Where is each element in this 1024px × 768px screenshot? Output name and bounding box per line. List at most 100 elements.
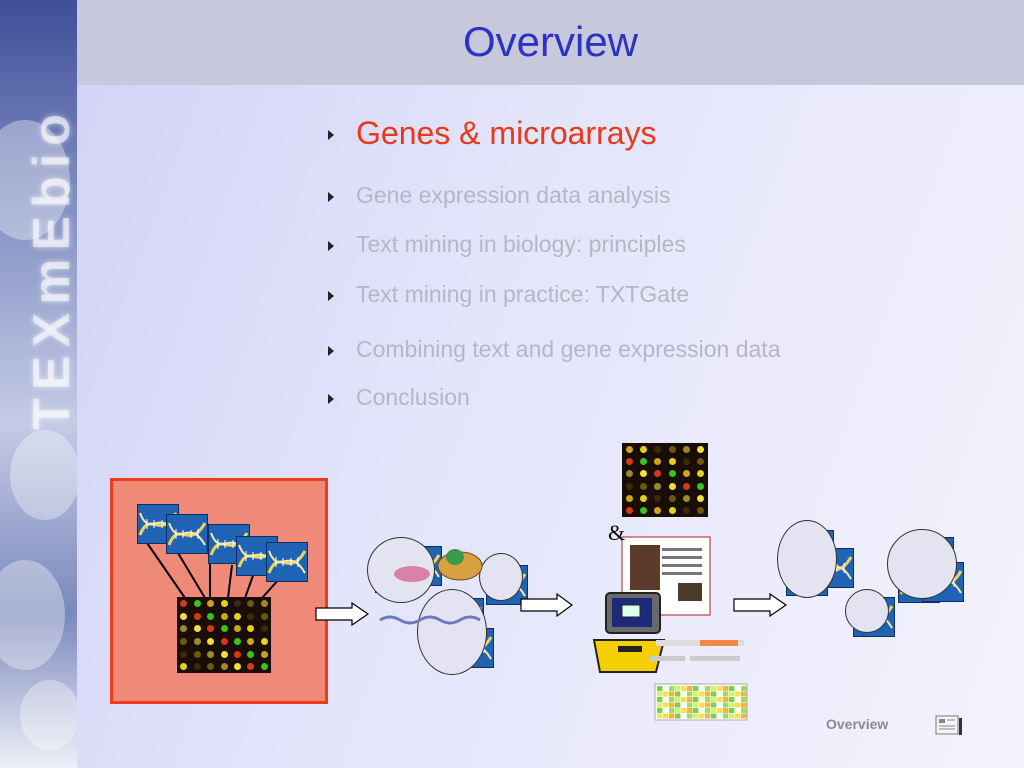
microarray-spot [247,599,255,607]
heatmap-cell [675,708,681,713]
microarray-spot [260,612,268,620]
heatmap-cell [675,697,681,702]
bullet-arrow-icon [328,291,334,301]
heatmap-cell [735,713,741,719]
heatmap-cell [741,708,747,713]
footer-section-label: Overview [826,716,889,732]
heatmap-cell [663,713,669,719]
microarray-spot [233,599,241,607]
heatmap-cell [687,702,693,708]
heatmap-cell [729,713,735,719]
microarray-spot [193,625,201,633]
heatmap-cell [711,697,717,702]
title-bar: Overview [77,0,1024,85]
microarray-spot [180,612,188,620]
microarray-spot [625,458,633,465]
heatmap-cell [711,713,717,719]
heatmap-cell [681,697,687,702]
gene-cluster-ellipse [887,529,957,599]
sidebar-decoration: TEXmEbio [0,0,77,768]
microarray-spot [207,637,215,645]
heatmap-cell [693,691,699,697]
heatmap-cell [681,691,687,697]
microarray-spot [220,599,228,607]
heatmap-cell [669,691,675,697]
bullet-arrow-icon [328,192,334,202]
microarray-spot [233,650,241,658]
microarray-spot [220,650,228,658]
microarray-spot [640,482,647,490]
heatmap-cell [741,697,747,702]
heatmap-cell [669,708,675,713]
heatmap-cell [669,686,675,691]
microarray-spot [683,482,690,490]
agenda-item-label: Combining text and gene expression data [356,336,781,362]
microarray-image [177,597,271,673]
heatmap-cell [693,708,699,713]
heatmap-cell [717,713,723,719]
microarray-spot [193,599,201,607]
microarray-spot [640,470,647,478]
heatmap-cell [711,702,717,708]
microarray-spot [697,470,705,478]
microarray-spot [683,458,690,465]
heatmap-cell [705,702,711,708]
heatmap-cell [687,713,693,719]
heatmap-cell [657,708,663,713]
microarray-spot [193,612,201,620]
page-title: Overview [462,18,639,65]
microarray-spot [180,625,188,633]
microarray-spot [697,445,705,453]
microarray-spot [193,663,201,671]
gene-cluster-ellipse [777,520,837,598]
microarray-spot [220,625,228,633]
microarray-spot [180,637,188,645]
heatmap-cell [681,686,687,691]
heatmap-cell [663,691,669,697]
heatmap-cell [687,708,693,713]
heatmap-cell [717,691,723,697]
bullet-arrow-icon [328,346,334,356]
heatmap-cell [687,686,693,691]
heatmap-cell [729,691,735,697]
heatmap-cell [657,691,663,697]
heatmap-cell [675,686,681,691]
microarray-spot [207,612,215,620]
heatmap-cell [735,697,741,702]
microarray-spot [207,650,215,658]
heatmap-cell [669,697,675,702]
microarray-spot [683,507,690,515]
microarray-spot [654,495,662,502]
microarray-spot [668,470,676,478]
heatmap-cell [723,713,729,719]
gene-cluster-ellipse [845,589,889,633]
microarray-spot [233,625,241,633]
heatmap-cell [681,708,687,713]
slide-navigation-icon[interactable] [935,715,963,737]
heatmap-cell [699,713,705,719]
heatmap-cell [723,708,729,713]
heatmap-cell [729,686,735,691]
heatmap-cell [717,697,723,702]
microarray-spot [220,637,228,645]
heatmap-cell [735,691,741,697]
heatmap-cell [675,691,681,697]
microarray-spot [654,470,662,478]
heatmap-cell [717,708,723,713]
agenda-item-label: Gene expression data analysis [356,182,671,208]
heatmap-cell [699,702,705,708]
microarray-spot [697,507,705,515]
microarray-spot [683,445,690,453]
microarray-spot [233,663,241,671]
microarray-spot [625,482,633,490]
microarray-image [622,443,708,517]
microarray-spot [668,482,676,490]
heatmap-cell [693,697,699,702]
microarray-spot [640,507,647,515]
heatmap-cell [693,702,699,708]
heatmap-cell [663,702,669,708]
heatmap-cell [693,713,699,719]
microarray-spot [697,495,705,502]
microarray-spot [640,495,647,502]
